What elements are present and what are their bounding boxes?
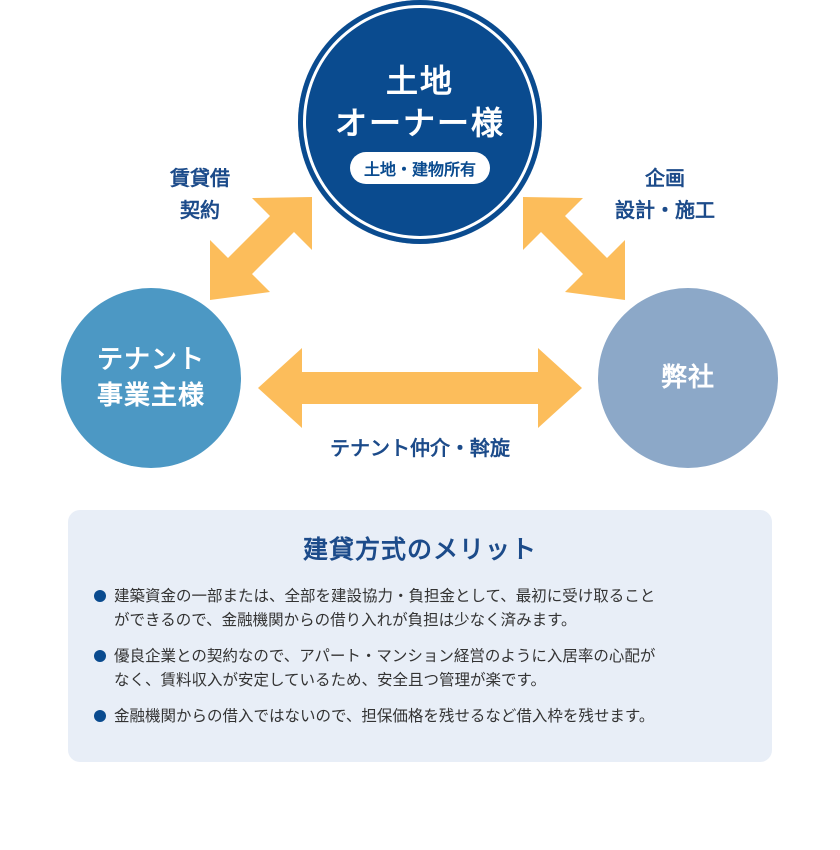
relationship-diagram: 土地 オーナー様 土地・建物所有 テナント 事業主様 弊社 賃貸借 契約 企画 … [61,0,778,468]
company-node: 弊社 [598,288,778,468]
tenant-node: テナント 事業主様 [61,288,241,468]
arrow-owner-company [523,197,625,300]
relation-owner-company-line2: 設計・施工 [615,198,715,222]
relation-label-owner-company: 企画 設計・施工 [580,162,750,226]
merit-item-3-line1: 金融機関からの借入ではないので、担保価格を残せるなど借入枠を残せます。 [114,707,655,725]
bullet-icon [94,590,106,602]
merits-panel: 建貸方式のメリット 建築資金の一部または、全部を建設協力・負担金として、最初に受… [68,510,772,762]
relation-owner-company-line1: 企画 [645,166,685,190]
owner-tag: 土地・建物所有 [349,152,490,184]
owner-node: 土地 オーナー様 土地・建物所有 [298,0,542,244]
merit-item-1-line2: ができるので、金融機関からの借り入れが負担は少なく済みます。 [114,611,577,629]
arrows [210,197,625,428]
company-label: 弊社 [660,363,715,393]
bullet-icon [94,710,106,722]
owner-title-line1: 土地 [385,62,454,100]
merit-item: 優良企業との契約なので、アパート・マンション経営のように入居率の心配が なく、賃… [94,644,748,692]
relation-label-tenant-company: テナント仲介・斡旋 [330,436,510,460]
merit-item-2-line2: なく、賃料収入が安定しているため、安全且つ管理が楽です。 [114,671,546,689]
arrow-tenant-company [258,348,582,428]
merits-list: 建築資金の一部または、全部を建設協力・負担金として、最初に受け取ること ができる… [68,584,772,728]
relation-owner-tenant-line1: 賃貸借 [170,166,230,190]
merit-item-2-line1: 優良企業との契約なので、アパート・マンション経営のように入居率の心配が [114,647,656,665]
merit-item: 金融機関からの借入ではないので、担保価格を残せるなど借入枠を残せます。 [94,704,748,728]
tenant-label-line2: 事業主様 [96,381,205,411]
arrow-owner-tenant [210,197,312,300]
tenant-label-line1: テナント [96,345,205,375]
merits-title: 建貸方式のメリット [302,535,537,564]
merit-item-1-line1: 建築資金の一部または、全部を建設協力・負担金として、最初に受け取ること [114,587,656,605]
relation-label-owner-tenant: 賃貸借 契約 [140,162,260,226]
relation-owner-tenant-line2: 契約 [180,198,220,222]
merit-item: 建築資金の一部または、全部を建設協力・負担金として、最初に受け取ること ができる… [94,584,748,632]
owner-title-line2: オーナー様 [334,104,505,142]
bullet-icon [94,650,106,662]
